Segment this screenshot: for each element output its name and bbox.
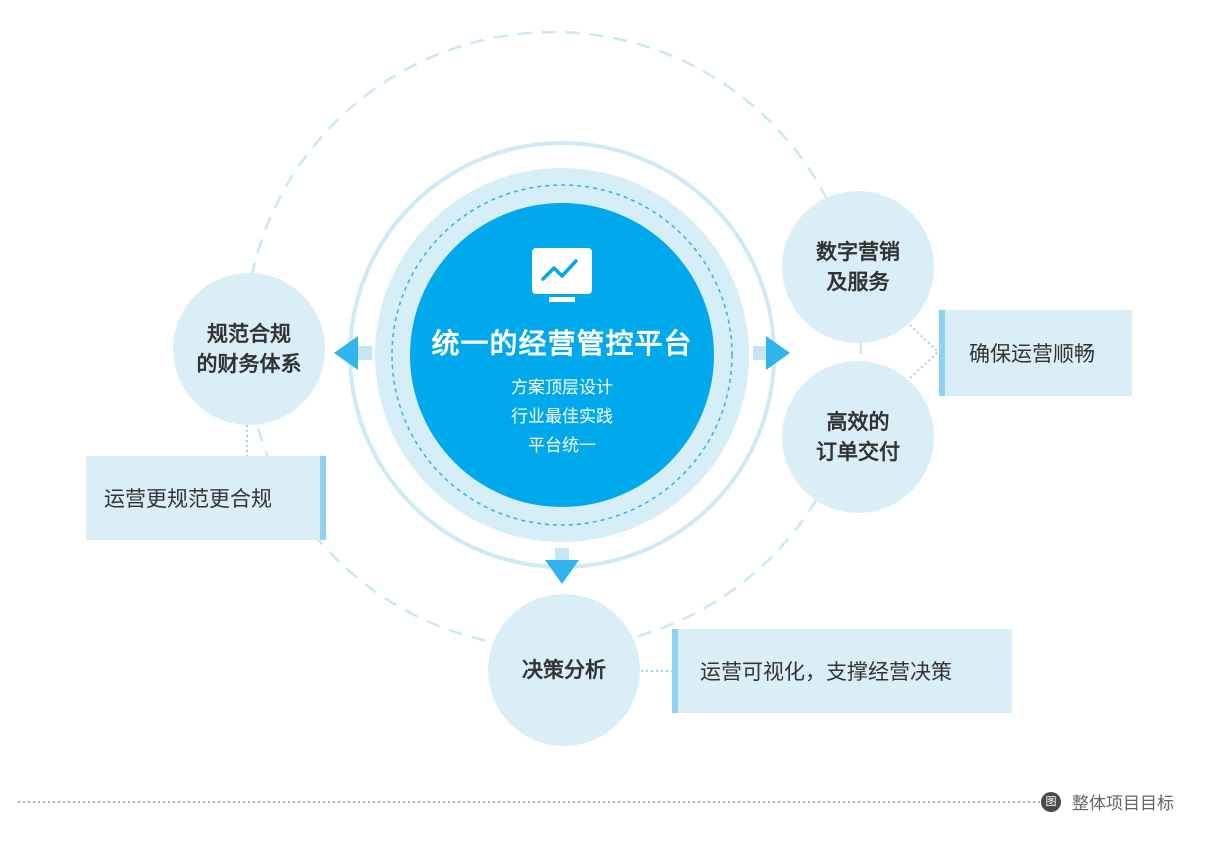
inner-dashed-ring <box>391 184 733 526</box>
node-right-top-line: 数字营销 <box>816 240 900 264</box>
node-left-circle <box>173 273 325 425</box>
node-bottom-circle <box>488 594 640 746</box>
node-bottom-label: 决策分析 <box>484 655 644 685</box>
note-right-box: 确保运营顺畅 <box>939 310 1132 396</box>
node-left-line: 的财务体系 <box>196 352 302 376</box>
node-right-bottom-line: 高效的 <box>826 410 890 434</box>
figure-caption: 整体项目目标 <box>1072 794 1174 814</box>
node-right-top-circle <box>782 191 934 343</box>
note-left-box: 运营更规范更合规 <box>86 456 326 540</box>
arrow-left-icon <box>334 336 372 370</box>
node-right-bottom-label: 高效的 订单交付 <box>778 407 938 467</box>
note-right-accent-bar <box>939 310 945 396</box>
node-bottom-line: 决策分析 <box>522 658 606 682</box>
connector-right <box>909 324 940 379</box>
center-line: 平台统一 <box>528 436 596 456</box>
arrow-right-icon <box>753 336 790 370</box>
node-left-label: 规范合规 的财务体系 <box>169 319 329 379</box>
note-bottom-text: 运营可视化，支撑经营决策 <box>700 660 952 684</box>
center-line: 行业最佳实践 <box>511 407 613 427</box>
center-circle <box>410 203 714 507</box>
note-bottom-box: 运营可视化，支撑经营决策 <box>672 629 1012 713</box>
node-right-top-line: 及服务 <box>826 270 890 294</box>
node-right-bottom-circle <box>782 361 934 513</box>
node-right-top-label: 数字营销 及服务 <box>778 237 938 297</box>
monitor-chart-icon <box>532 248 592 302</box>
node-right-bottom-line: 订单交付 <box>816 440 900 464</box>
center-lines: 方案顶层设计 行业最佳实践 平台统一 <box>462 374 662 461</box>
note-bottom-accent-bar <box>672 629 678 713</box>
arrow-down-icon <box>545 548 579 584</box>
note-left-text: 运营更规范更合规 <box>104 487 272 511</box>
figure-badge: 图 <box>1041 792 1061 812</box>
node-left-line: 规范合规 <box>207 322 291 346</box>
note-left-accent-bar <box>320 456 326 540</box>
note-right-text: 确保运营顺畅 <box>969 342 1095 366</box>
center-line: 方案顶层设计 <box>511 378 613 398</box>
center-title: 统一的经营管控平台 <box>431 327 693 360</box>
